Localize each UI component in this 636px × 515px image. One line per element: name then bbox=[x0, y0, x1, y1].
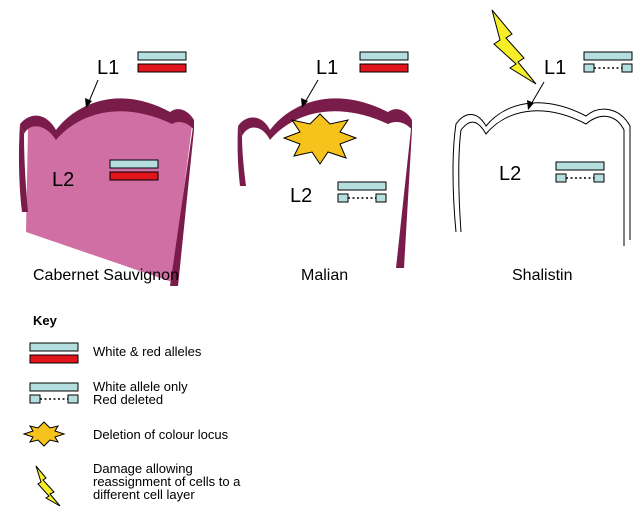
key-lightning-icon bbox=[36, 466, 60, 506]
l1-white-allele-only-icon bbox=[584, 52, 632, 72]
l1-outer-outline bbox=[453, 103, 630, 240]
key-item-label: White allele only Red deleted bbox=[93, 380, 188, 406]
key-item-label: Damage allowing reassignment of cells to… bbox=[93, 462, 240, 501]
key-item-label: White & red alleles bbox=[93, 345, 201, 358]
layer-l2-label: L2 bbox=[499, 164, 521, 184]
layer-l1-label: L1 bbox=[97, 58, 119, 78]
panel-shalistin bbox=[453, 10, 632, 246]
key-white-red-alleles-icon bbox=[30, 343, 78, 363]
l2-white-allele-only-icon bbox=[556, 162, 604, 182]
layer-l2-label: L2 bbox=[290, 186, 312, 206]
layer-l1-label: L1 bbox=[544, 58, 566, 78]
l1-left-flank bbox=[19, 124, 28, 212]
panel-malian bbox=[238, 52, 412, 268]
l1-white-red-alleles-icon bbox=[138, 52, 186, 72]
l1-right-flank bbox=[396, 120, 412, 268]
layer-l1-label: L1 bbox=[316, 58, 338, 78]
key-icons bbox=[24, 343, 78, 506]
panel-caption: Shalistin bbox=[512, 268, 572, 284]
key-item-label: Deletion of colour locus bbox=[93, 428, 228, 441]
panel-caption: Malian bbox=[301, 268, 348, 284]
panel-caption: Cabernet Sauvignon bbox=[33, 268, 179, 284]
key-deletion-burst-icon bbox=[24, 422, 64, 446]
key-white-allele-only-icon bbox=[30, 383, 78, 403]
l2-white-allele-only-icon bbox=[338, 182, 386, 202]
lightning-icon bbox=[492, 10, 536, 84]
key-title: Key bbox=[33, 314, 57, 327]
deletion-burst-icon bbox=[284, 114, 356, 164]
layer-l2-label: L2 bbox=[52, 170, 74, 190]
panel-cabernet bbox=[19, 52, 194, 286]
l1-white-red-alleles-icon bbox=[360, 52, 408, 72]
